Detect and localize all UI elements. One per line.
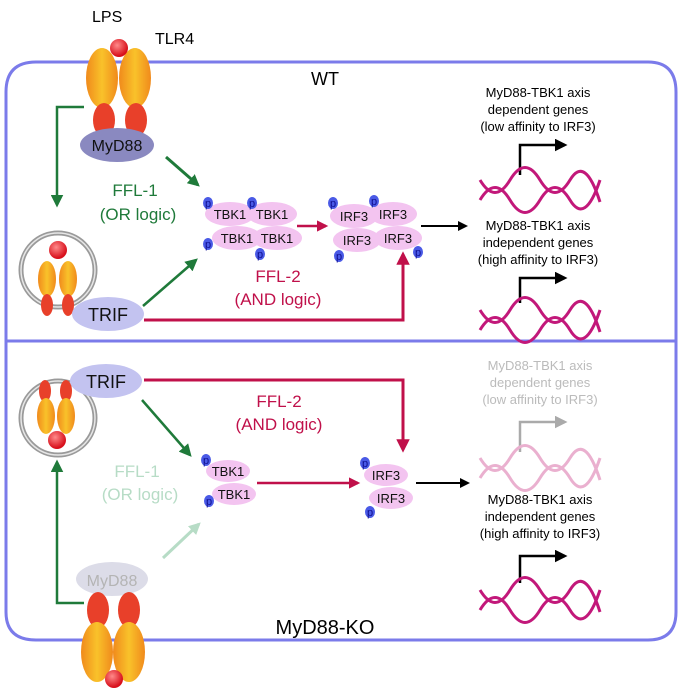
ffl2-label-ko: FFL-2 — [256, 392, 301, 411]
ffl2-logic-ko: (AND logic) — [236, 415, 323, 434]
endocytosis-arrow-wt — [50, 105, 84, 208]
ko-panel-label: MyD88-KO — [276, 617, 375, 639]
svg-text:independent genes: independent genes — [485, 509, 596, 524]
phospho-marks — [203, 197, 265, 260]
ffl1-logic-wt: (OR logic) — [100, 205, 177, 224]
irf3-cluster-wt: IRF3 IRF3 IRF3 IRF3 p p p p — [328, 195, 423, 263]
myd88-node-ko-faded — [76, 562, 148, 596]
myd88-to-tbk1-arrow-faded — [161, 522, 201, 560]
trif-label-ko: TRIF — [86, 372, 126, 392]
svg-text:IRF3: IRF3 — [343, 233, 371, 248]
transcription-arrow-dependent-wt — [518, 138, 568, 175]
svg-text:MyD88-TBK1 axis: MyD88-TBK1 axis — [486, 85, 591, 100]
ffl2-logic-wt: (AND logic) — [235, 290, 322, 309]
svg-text:p: p — [249, 198, 255, 210]
transcription-arrow-independent-wt — [518, 271, 568, 303]
tbk1-label: TBK1 — [261, 231, 294, 246]
dependent-genes-ko: MyD88-TBK1 axis dependent genes (low aff… — [482, 358, 597, 407]
svg-text:TBK1: TBK1 — [218, 487, 251, 502]
lps-label: LPS — [92, 9, 122, 26]
tlr4-receptor-wt — [86, 39, 151, 137]
wt-panel-label: WT — [311, 69, 339, 89]
svg-text:independent genes: independent genes — [483, 235, 594, 250]
tlr4-label: TLR4 — [155, 31, 194, 48]
svg-text:IRF3: IRF3 — [384, 231, 412, 246]
svg-text:MyD88-TBK1 axis: MyD88-TBK1 axis — [486, 218, 591, 233]
svg-text:(low affinity to IRF3): (low affinity to IRF3) — [480, 119, 595, 134]
myd88-label-ko: MyD88 — [87, 573, 138, 590]
ffl1-logic-ko: (OR logic) — [102, 485, 179, 504]
tbk1-label: TBK1 — [221, 231, 254, 246]
dna-helix-dependent-ko — [478, 444, 602, 492]
lps-molecule — [110, 39, 128, 57]
endosome-ko — [18, 378, 98, 458]
trif-to-irf3-arrow-wt — [144, 251, 410, 322]
tbk1-cluster-wt: TBK1 TBK1 TBK1 TBK1 p p p p — [203, 197, 302, 261]
svg-text:IRF3: IRF3 — [379, 207, 407, 222]
independent-genes-wt: MyD88-TBK1 axis independent genes (high … — [478, 218, 598, 267]
dna-helix-independent-wt — [478, 296, 602, 344]
svg-text:p: p — [205, 239, 211, 251]
trif-node-ko — [70, 364, 142, 398]
svg-text:p: p — [257, 249, 263, 261]
myd88-node-wt — [80, 128, 154, 162]
trif-to-tbk1-arrow-wt — [142, 258, 198, 307]
tbk1-label: TBK1 — [256, 207, 289, 222]
svg-text:p: p — [205, 198, 211, 210]
svg-text:IRF3: IRF3 — [372, 468, 400, 483]
trif-to-tbk1-arrow-ko — [141, 399, 192, 457]
svg-text:(low affinity to IRF3): (low affinity to IRF3) — [482, 392, 597, 407]
transcription-arrow-dependent-ko — [518, 415, 568, 452]
svg-text:p: p — [362, 458, 368, 470]
tlr4-receptor-ko — [81, 592, 145, 688]
svg-text:MyD88-TBK1 axis: MyD88-TBK1 axis — [488, 358, 593, 373]
svg-text:p: p — [367, 507, 373, 519]
svg-text:TBK1: TBK1 — [212, 464, 245, 479]
trif-label-wt: TRIF — [88, 305, 128, 325]
svg-text:p: p — [415, 247, 421, 259]
svg-text:IRF3: IRF3 — [377, 491, 405, 506]
endocytosis-arrow-ko — [50, 459, 84, 605]
independent-genes-ko: MyD88-TBK1 axis independent genes (high … — [480, 492, 600, 541]
svg-text:p: p — [330, 198, 336, 210]
trif-node-wt — [72, 297, 144, 331]
cell-membrane — [4, 60, 678, 642]
svg-text:p: p — [203, 455, 209, 467]
transcription-arrow-independent-ko — [518, 549, 568, 583]
ffl2-label-wt: FFL-2 — [255, 267, 300, 286]
svg-text:MyD88-TBK1 axis: MyD88-TBK1 axis — [488, 492, 593, 507]
myd88-label-wt: MyD88 — [92, 138, 143, 155]
svg-text:(high affinity to IRF3): (high affinity to IRF3) — [480, 526, 600, 541]
svg-text:dependent genes: dependent genes — [488, 102, 589, 117]
tbk1-label: TBK1 — [214, 207, 247, 222]
trif-to-irf3-arrow-ko — [144, 378, 410, 453]
ffl1-label-wt: FFL-1 — [112, 181, 157, 200]
dna-helix-dependent-wt — [478, 166, 602, 214]
svg-text:dependent genes: dependent genes — [490, 375, 591, 390]
myd88-to-tbk1-arrow — [165, 155, 200, 187]
irf3-cluster-ko: IRF3 IRF3 p p — [360, 457, 413, 519]
dna-helix-independent-ko — [478, 576, 602, 624]
svg-text:p: p — [336, 251, 342, 263]
endosome-wt — [18, 230, 98, 316]
dependent-genes-wt: MyD88-TBK1 axis dependent genes (low aff… — [480, 85, 595, 134]
svg-text:IRF3: IRF3 — [340, 209, 368, 224]
tbk1-cluster-ko: TBK1 TBK1 p p — [201, 454, 256, 508]
ffl1-label-ko: FFL-1 — [114, 462, 159, 481]
svg-text:p: p — [371, 196, 377, 208]
svg-text:p: p — [206, 496, 212, 508]
svg-text:(high affinity to IRF3): (high affinity to IRF3) — [478, 252, 598, 267]
